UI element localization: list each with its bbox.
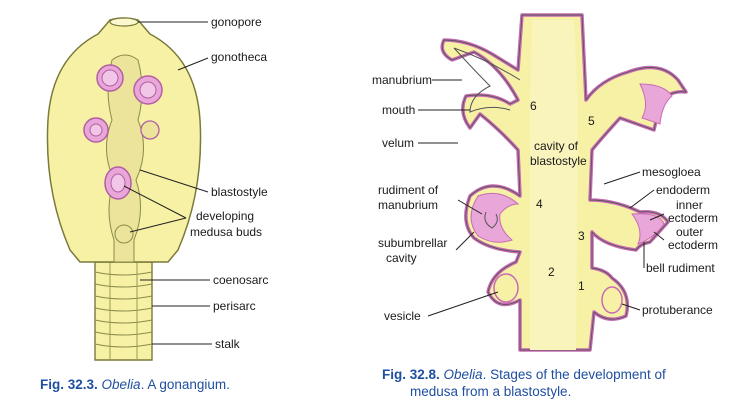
- label-cavity-of: cavity of: [534, 139, 579, 153]
- perisarc-rings: [94, 271, 153, 348]
- caption-left-text: . A gonangium.: [140, 377, 230, 392]
- caption-right-line1: Fig. 32.8. Obelia. Stages of the develop…: [382, 366, 666, 383]
- label-coenosarc: coenosarc: [213, 273, 268, 287]
- label-vesicle: vesicle: [384, 309, 421, 323]
- label-endoderm: endoderm: [656, 183, 710, 197]
- stage4-left-bud: [470, 192, 520, 243]
- label-bell-rudiment: bell rudiment: [646, 261, 715, 275]
- caption-left-genus: Obelia: [101, 377, 141, 392]
- label-manubrium: manubrium: [372, 73, 432, 87]
- right-leaders: [418, 79, 665, 317]
- medusa-buds: [83, 64, 163, 244]
- label-mouth: mouth: [382, 103, 415, 117]
- stage6-left-medusa: [453, 47, 521, 113]
- label-rudiment-of: rudiment of: [378, 183, 439, 197]
- cavity-of-blastostyle: [530, 20, 578, 350]
- stage-number-3: 3: [578, 229, 585, 243]
- label-medusa-buds: medusa buds: [190, 225, 262, 239]
- label-manubrium-2: manubrium: [378, 198, 438, 212]
- blastostyle-stages-figure: 6 5 4 3 2 1 cavity of blastostyle manubr…: [372, 13, 718, 352]
- label-subumbrellar: subumbrellar: [378, 236, 447, 250]
- stage3-right-bud: [631, 213, 665, 245]
- stage-number-1: 1: [578, 279, 585, 293]
- vesicle: [493, 273, 519, 303]
- blastostyle: [106, 54, 144, 263]
- caption-right: Fig. 32.8. Obelia. Stages of the develop…: [382, 366, 666, 400]
- label-blastostyle: blastostyle: [211, 185, 268, 199]
- label-perisarc: perisarc: [213, 299, 256, 313]
- coenosarc: [109, 262, 138, 360]
- stage-number-2: 2: [548, 265, 555, 279]
- label-mesogloea: mesogloea: [642, 165, 701, 179]
- left-leaders: [123, 21, 212, 345]
- caption-right-figno: Fig. 32.8.: [382, 367, 440, 382]
- label-protuberance: protuberance: [642, 303, 713, 317]
- label-stalk: stalk: [215, 337, 241, 351]
- stage-number-5: 5: [588, 114, 595, 128]
- label-inner: inner: [676, 198, 703, 212]
- label-cavity: cavity: [386, 251, 417, 265]
- caption-right-line2: medusa from a blastostyle.: [410, 384, 572, 399]
- label-cavity-blastostyle: blastostyle: [530, 154, 587, 168]
- gonopore: [109, 17, 139, 27]
- stage-number-6: 6: [530, 99, 537, 113]
- label-velum: velum: [382, 136, 414, 150]
- caption-left-figno: Fig. 32.3.: [40, 377, 98, 392]
- label-gonopore: gonopore: [211, 15, 262, 29]
- protuberance: [601, 286, 623, 314]
- label-gonotheca: gonotheca: [211, 50, 267, 64]
- caption-left: Fig. 32.3. Obelia. A gonangium.: [40, 376, 230, 393]
- label-developing: developing: [196, 209, 254, 223]
- caption-right-genus: Obelia: [443, 367, 483, 382]
- caption-right-text1: . Stages of the development of: [482, 367, 666, 382]
- label-ectoderm-inner: ectoderm: [668, 211, 718, 225]
- stage6-right-bell: [639, 83, 673, 125]
- label-ectoderm-outer: ectoderm: [668, 238, 718, 252]
- gonangium-figure: gonopore gonotheca blastostyle developin…: [46, 15, 268, 361]
- label-outer: outer: [676, 225, 703, 239]
- stage-number-4: 4: [536, 197, 543, 211]
